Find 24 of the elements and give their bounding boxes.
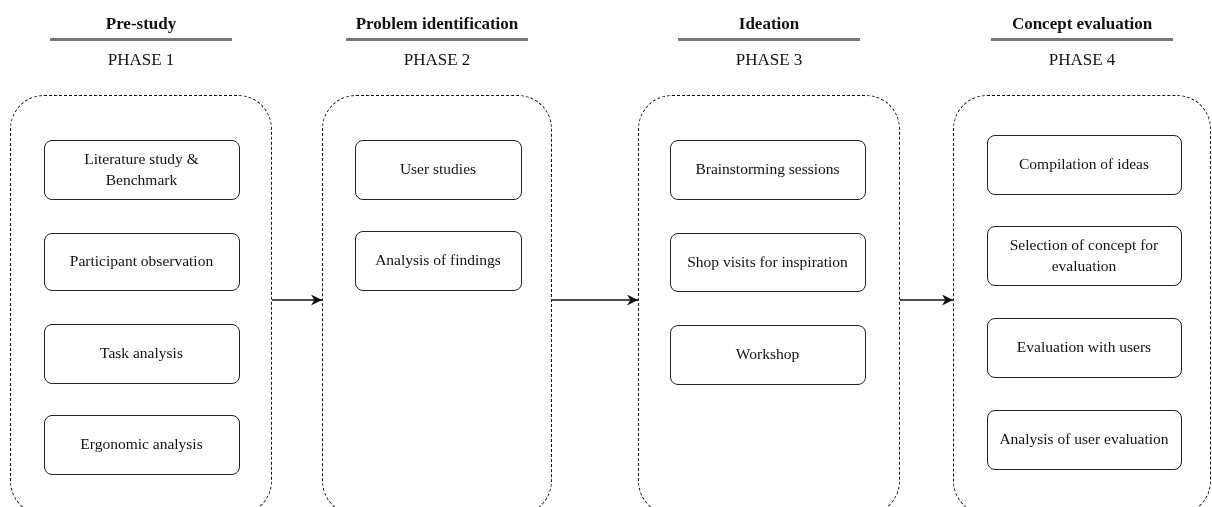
step-box: Evaluation with users [986,317,1182,378]
phase-label: PHASE 4 [1048,50,1116,70]
step-box: Analysis of user evaluation [986,409,1182,470]
arrow [899,294,954,306]
phase-title: Problem identification [355,14,519,34]
phase-title: Ideation [738,14,800,34]
arrow [551,294,639,306]
step-box: Ergonomic analysis [43,414,240,475]
step-box: Selection of concept for evaluation [986,225,1182,286]
step-box: Participant observation [43,232,240,291]
step-box: User studies [354,139,522,200]
phase-title: Concept evaluation [1011,14,1153,34]
step-box: Shop visits for inspiration [669,232,866,292]
phase-label: PHASE 2 [403,50,471,70]
step-box: Brainstorming sessions [669,139,866,200]
phase-label: PHASE 3 [735,50,803,70]
step-box: Compilation of ideas [986,134,1182,195]
step-box: Task analysis [43,323,240,384]
step-box: Analysis of findings [354,230,522,291]
step-box: Literature study & Benchmark [43,139,240,200]
arrow [271,294,323,306]
step-box: Workshop [669,324,866,385]
phase-label: PHASE 1 [107,50,175,70]
phase-title: Pre-study [105,14,177,34]
